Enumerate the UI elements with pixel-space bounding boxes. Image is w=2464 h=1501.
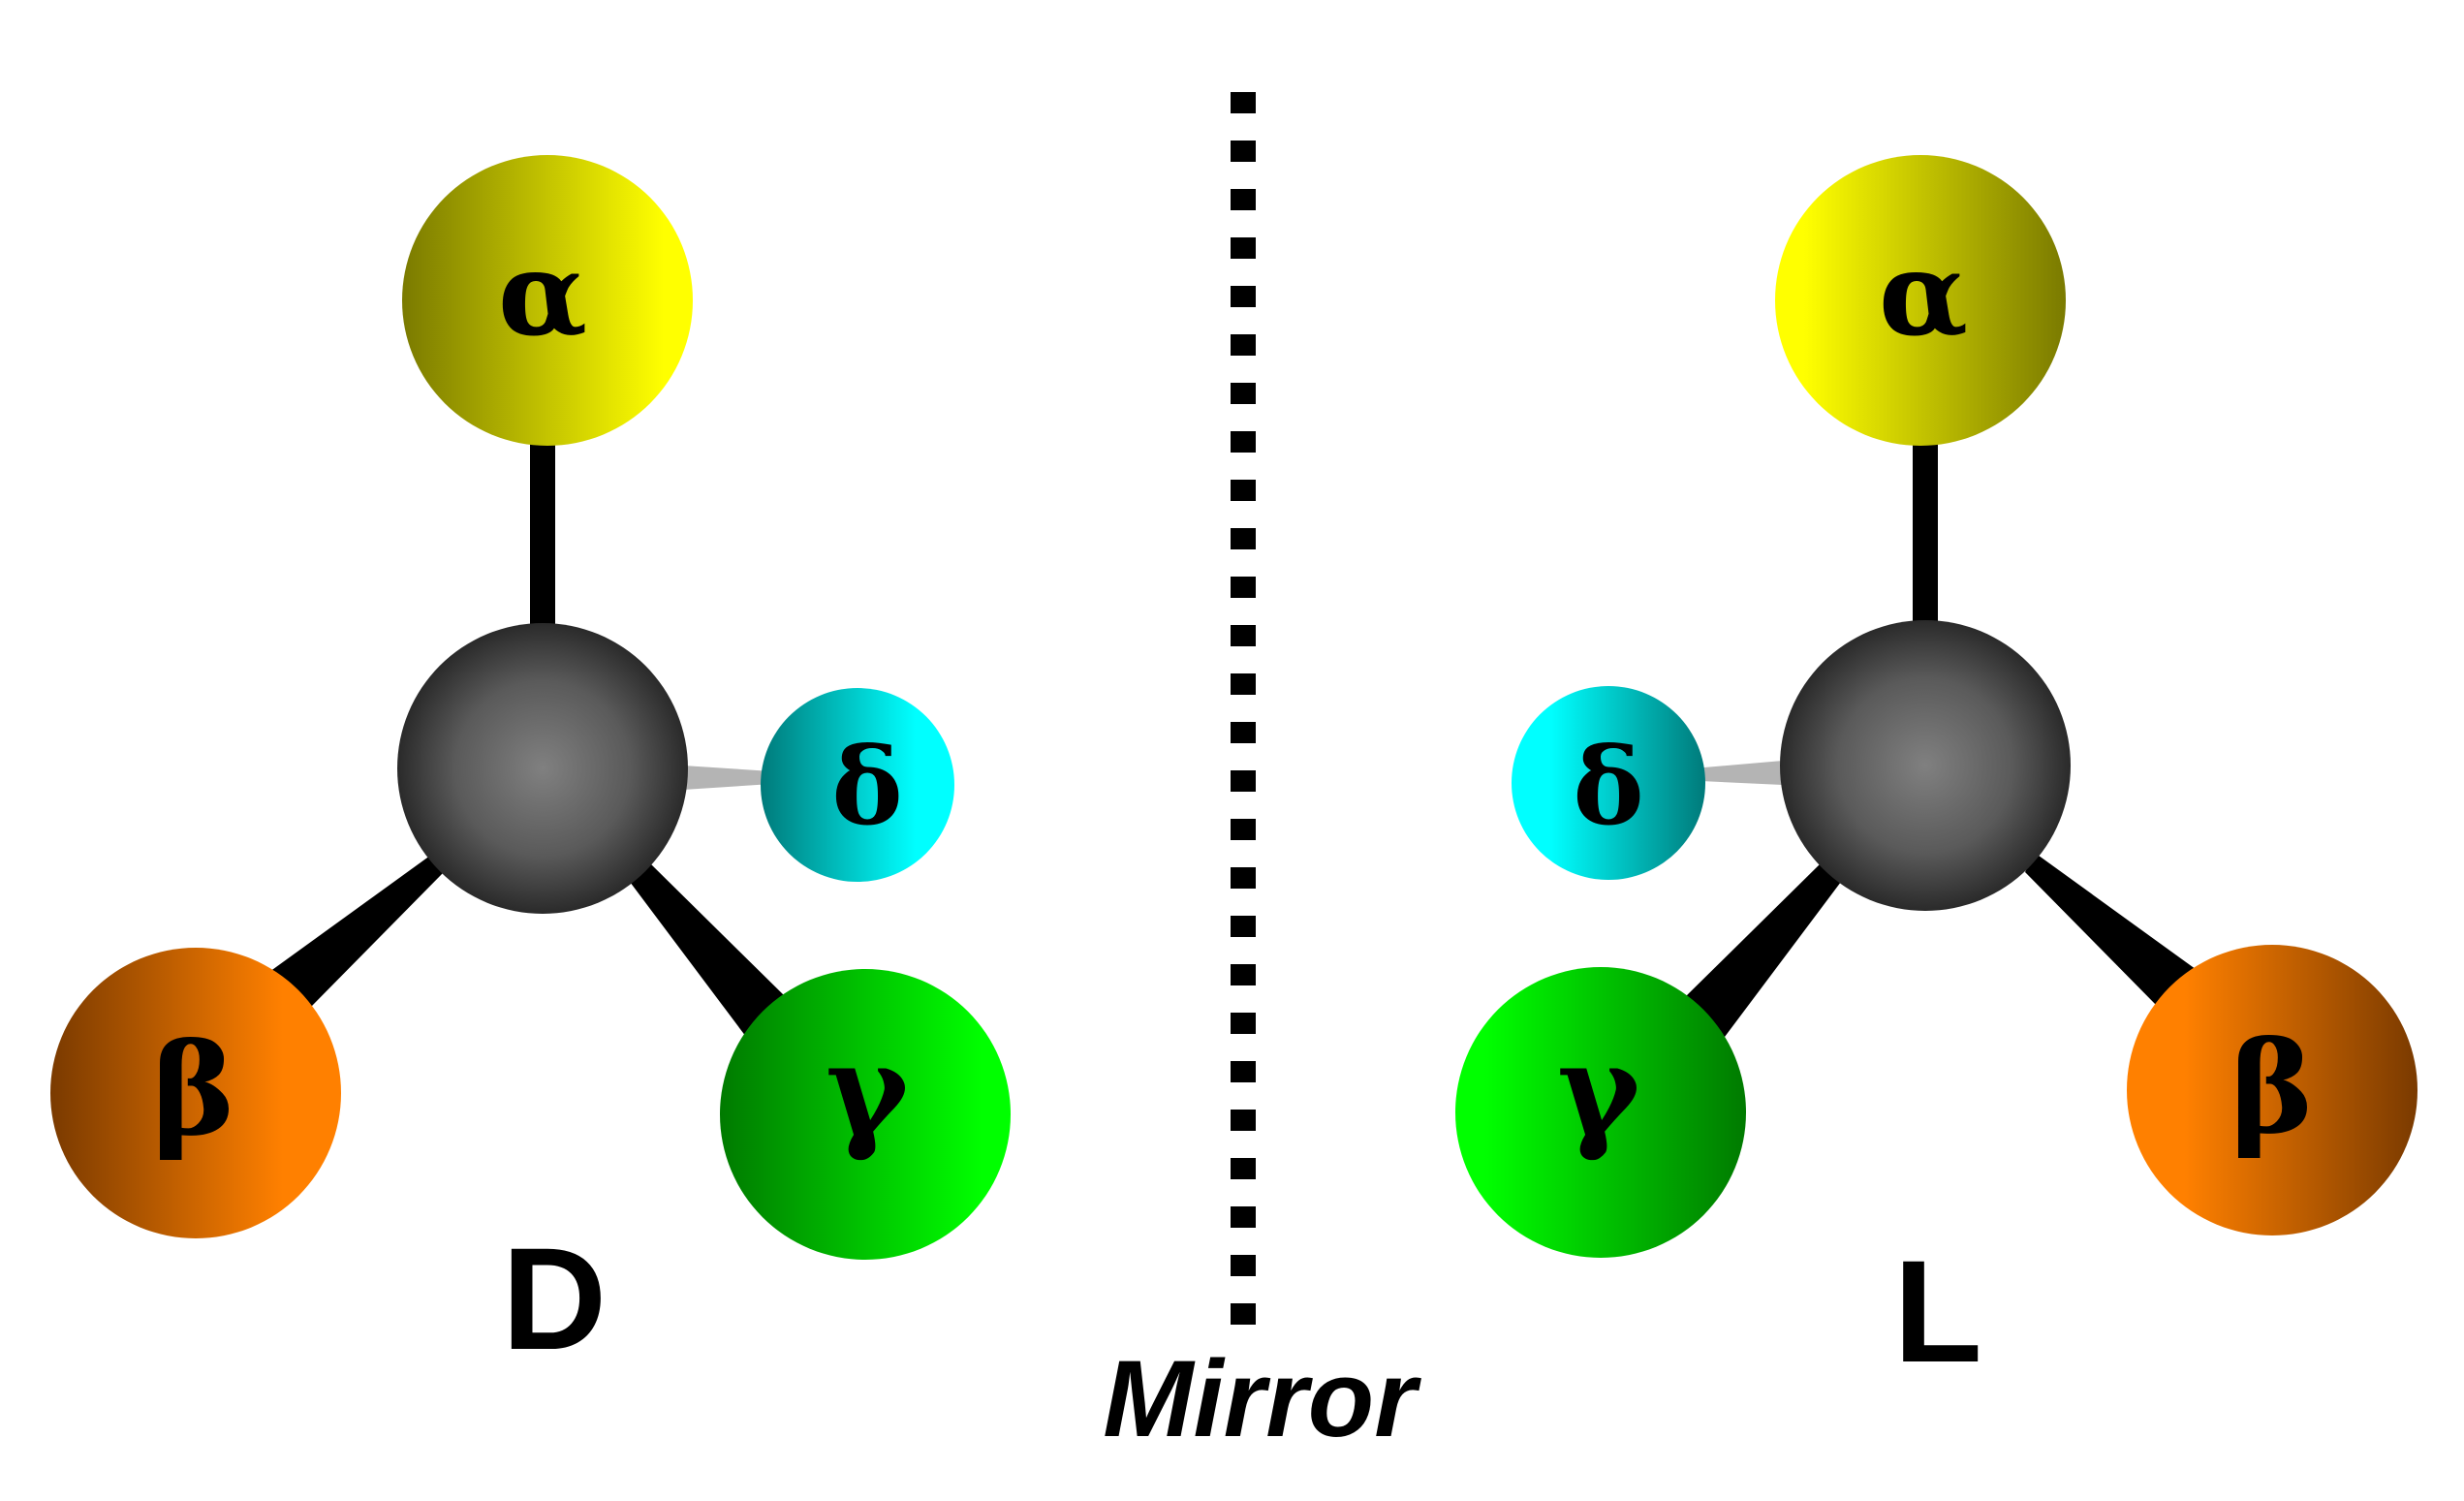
d-gamma-label: γ (826, 1016, 910, 1164)
d-delta-label: δ (831, 724, 902, 849)
d-beta-atom (50, 948, 341, 1238)
l-molecule: α δ γ β L (1455, 155, 2417, 1392)
l-delta-atom (1512, 686, 1705, 880)
d-alpha-atom (402, 155, 693, 446)
l-beta-wedge-bond (2025, 853, 2199, 1008)
d-molecule: α δ β γ D (50, 155, 1011, 1380)
l-gamma-label: γ (1557, 1016, 1641, 1164)
l-alpha-atom (1775, 155, 2066, 446)
l-gamma-wedge-bond (1684, 862, 1841, 1037)
l-gamma-atom (1455, 967, 1746, 1258)
d-beta-label: β (152, 1016, 235, 1164)
d-center-carbon (397, 623, 688, 914)
d-beta-wedge-bond (269, 853, 444, 1008)
mirror: Mirror (1103, 92, 1421, 1459)
d-gamma-atom (720, 969, 1011, 1260)
d-config-label: D (502, 1217, 607, 1380)
l-beta-atom (2127, 945, 2417, 1235)
l-config-label: L (1893, 1230, 1982, 1392)
d-delta-atom (761, 688, 954, 882)
l-alpha-label: α (1879, 226, 1968, 362)
l-beta-label: β (2230, 1014, 2314, 1162)
l-delta-label: δ (1573, 724, 1643, 849)
mirror-label: Mirror (1103, 1338, 1421, 1459)
d-delta-hashed-bond (683, 766, 831, 790)
d-gamma-wedge-bond (630, 862, 787, 1037)
d-alpha-label: α (498, 226, 587, 362)
l-center-carbon (1780, 620, 2071, 911)
